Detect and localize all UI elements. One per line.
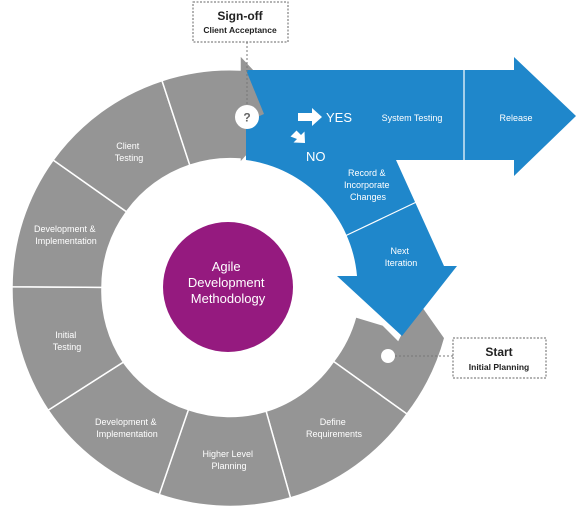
- segment-label-define-requirements: Define Requirements: [306, 417, 363, 439]
- system-testing-label: System Testing: [382, 113, 443, 123]
- center-line-3: Methodology: [191, 291, 266, 306]
- segment-label-higher-level-planning: Higher Level Planning: [202, 449, 255, 471]
- start-title: Start: [485, 345, 512, 359]
- yes-label: YES: [326, 110, 352, 125]
- segment-label-development-upper: Development & Implementation: [34, 224, 98, 246]
- question-circle: [235, 105, 259, 129]
- center-line-1: Agile: [212, 259, 241, 274]
- record-changes-label: Record & Incorporate Changes: [344, 168, 392, 202]
- center-circle: [163, 222, 293, 352]
- no-label: NO: [306, 149, 326, 164]
- signoff-box: [192, 1, 289, 43]
- next-iteration-label: Next Iteration: [385, 246, 418, 268]
- yes-arrow-icon: [298, 108, 322, 126]
- segment-label-development-lower: Development & Implementation: [95, 417, 159, 439]
- question-mark: ?: [243, 111, 250, 125]
- signoff-subtitle: Client Acceptance: [203, 25, 277, 35]
- release-arrow: [246, 57, 576, 176]
- next-line-2: Iteration: [385, 258, 418, 268]
- blue-branch: [246, 57, 576, 336]
- start-subtitle: Initial Planning: [469, 362, 529, 372]
- start-callout: Start Initial Planning: [381, 337, 547, 379]
- center-title: Agile Development Methodology: [188, 259, 268, 306]
- next-line-1: Next: [390, 246, 409, 256]
- no-arrow-icon: [290, 130, 305, 143]
- release-label: Release: [499, 113, 532, 123]
- segment-label-client-testing: Client Testing: [115, 141, 144, 163]
- changes-arrow: [246, 160, 457, 336]
- record-line-1: Record &: [348, 168, 386, 178]
- center-line-2: Development: [188, 275, 265, 290]
- signoff-callout: Sign-off Client Acceptance: [192, 1, 289, 104]
- start-box: [452, 337, 547, 379]
- record-line-2: Incorporate: [344, 180, 390, 190]
- start-dot: [381, 349, 395, 363]
- cycle-ring: [11, 53, 446, 508]
- signoff-title: Sign-off: [217, 9, 263, 23]
- segment-label-initial-testing: Initial Testing: [53, 330, 82, 352]
- blue-divider-record: [344, 196, 428, 237]
- record-line-3: Changes: [350, 192, 387, 202]
